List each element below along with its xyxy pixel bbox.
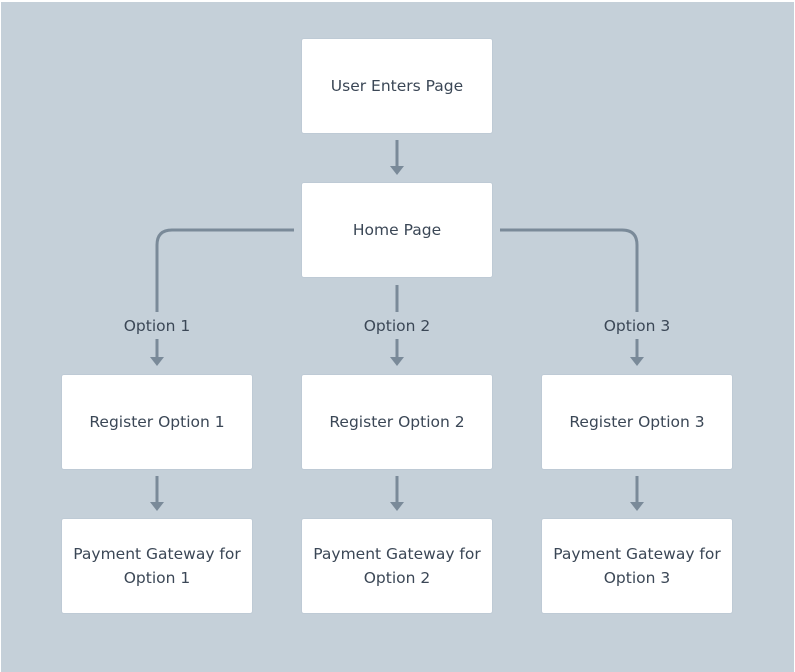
node-user-enters-page[interactable]: User Enters Page: [302, 39, 492, 133]
edge-label-option2: Option 2: [363, 317, 431, 335]
node-home-page-label: Home Page: [352, 221, 442, 239]
node-register-option2[interactable]: Register Option 2: [302, 375, 492, 469]
edge-label-option1: Option 1: [123, 317, 191, 335]
edge-label-option3: Option 3: [603, 317, 671, 335]
node-payment-option1-label: Payment Gateway for Option 1: [73, 545, 241, 587]
node-payment-option1[interactable]: Payment Gateway for Option 1: [62, 519, 252, 613]
node-register-option1[interactable]: Register Option 1: [62, 375, 252, 469]
node-register-option3[interactable]: Register Option 3: [542, 375, 732, 469]
node-register-option2-label: Register Option 2: [329, 413, 465, 431]
node-register-option1-label: Register Option 1: [89, 413, 225, 431]
node-user-enters-page-label: User Enters Page: [330, 77, 464, 95]
node-register-option3-label: Register Option 3: [569, 413, 705, 431]
node-payment-option3[interactable]: Payment Gateway for Option 3: [542, 519, 732, 613]
node-payment-option2[interactable]: Payment Gateway for Option 2: [302, 519, 492, 613]
node-payment-option2-label: Payment Gateway for Option 2: [313, 545, 481, 587]
node-payment-option3-label: Payment Gateway for Option 3: [553, 545, 721, 587]
node-home-page[interactable]: Home Page: [302, 183, 492, 277]
